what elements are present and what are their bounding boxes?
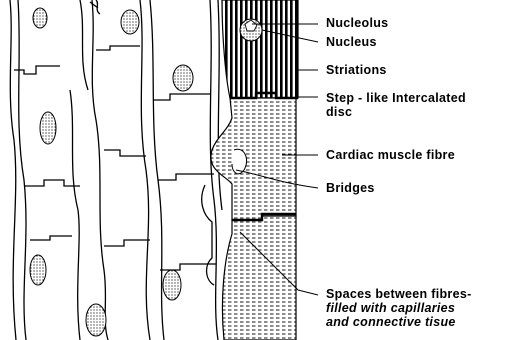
label-nucleolus: Nucleolus	[326, 16, 388, 30]
label-bridges: Bridges	[326, 181, 375, 195]
label-spaces-line2: filled with capillaries	[326, 301, 455, 315]
cardiac-fibre-drawing	[211, 0, 298, 340]
label-spaces-line1: Spaces between fibres-	[326, 287, 472, 301]
bridge	[232, 149, 247, 173]
peripheral-nuclei	[30, 8, 193, 336]
label-intercalated-disc-line2: disc	[326, 105, 352, 119]
lower-fibre	[222, 216, 296, 340]
label-intercalated-disc-line1: Step - like Intercalated	[326, 91, 466, 105]
striated-fibre	[222, 0, 298, 98]
label-spaces-line3: and connective tisue	[326, 315, 456, 329]
label-striations: Striations	[326, 63, 387, 77]
label-cardiac-muscle-fibre: Cardiac muscle fibre	[326, 148, 455, 162]
cell-outlines	[10, 0, 222, 340]
label-nucleus: Nucleus	[326, 35, 377, 49]
dashed-fibre	[211, 98, 296, 220]
